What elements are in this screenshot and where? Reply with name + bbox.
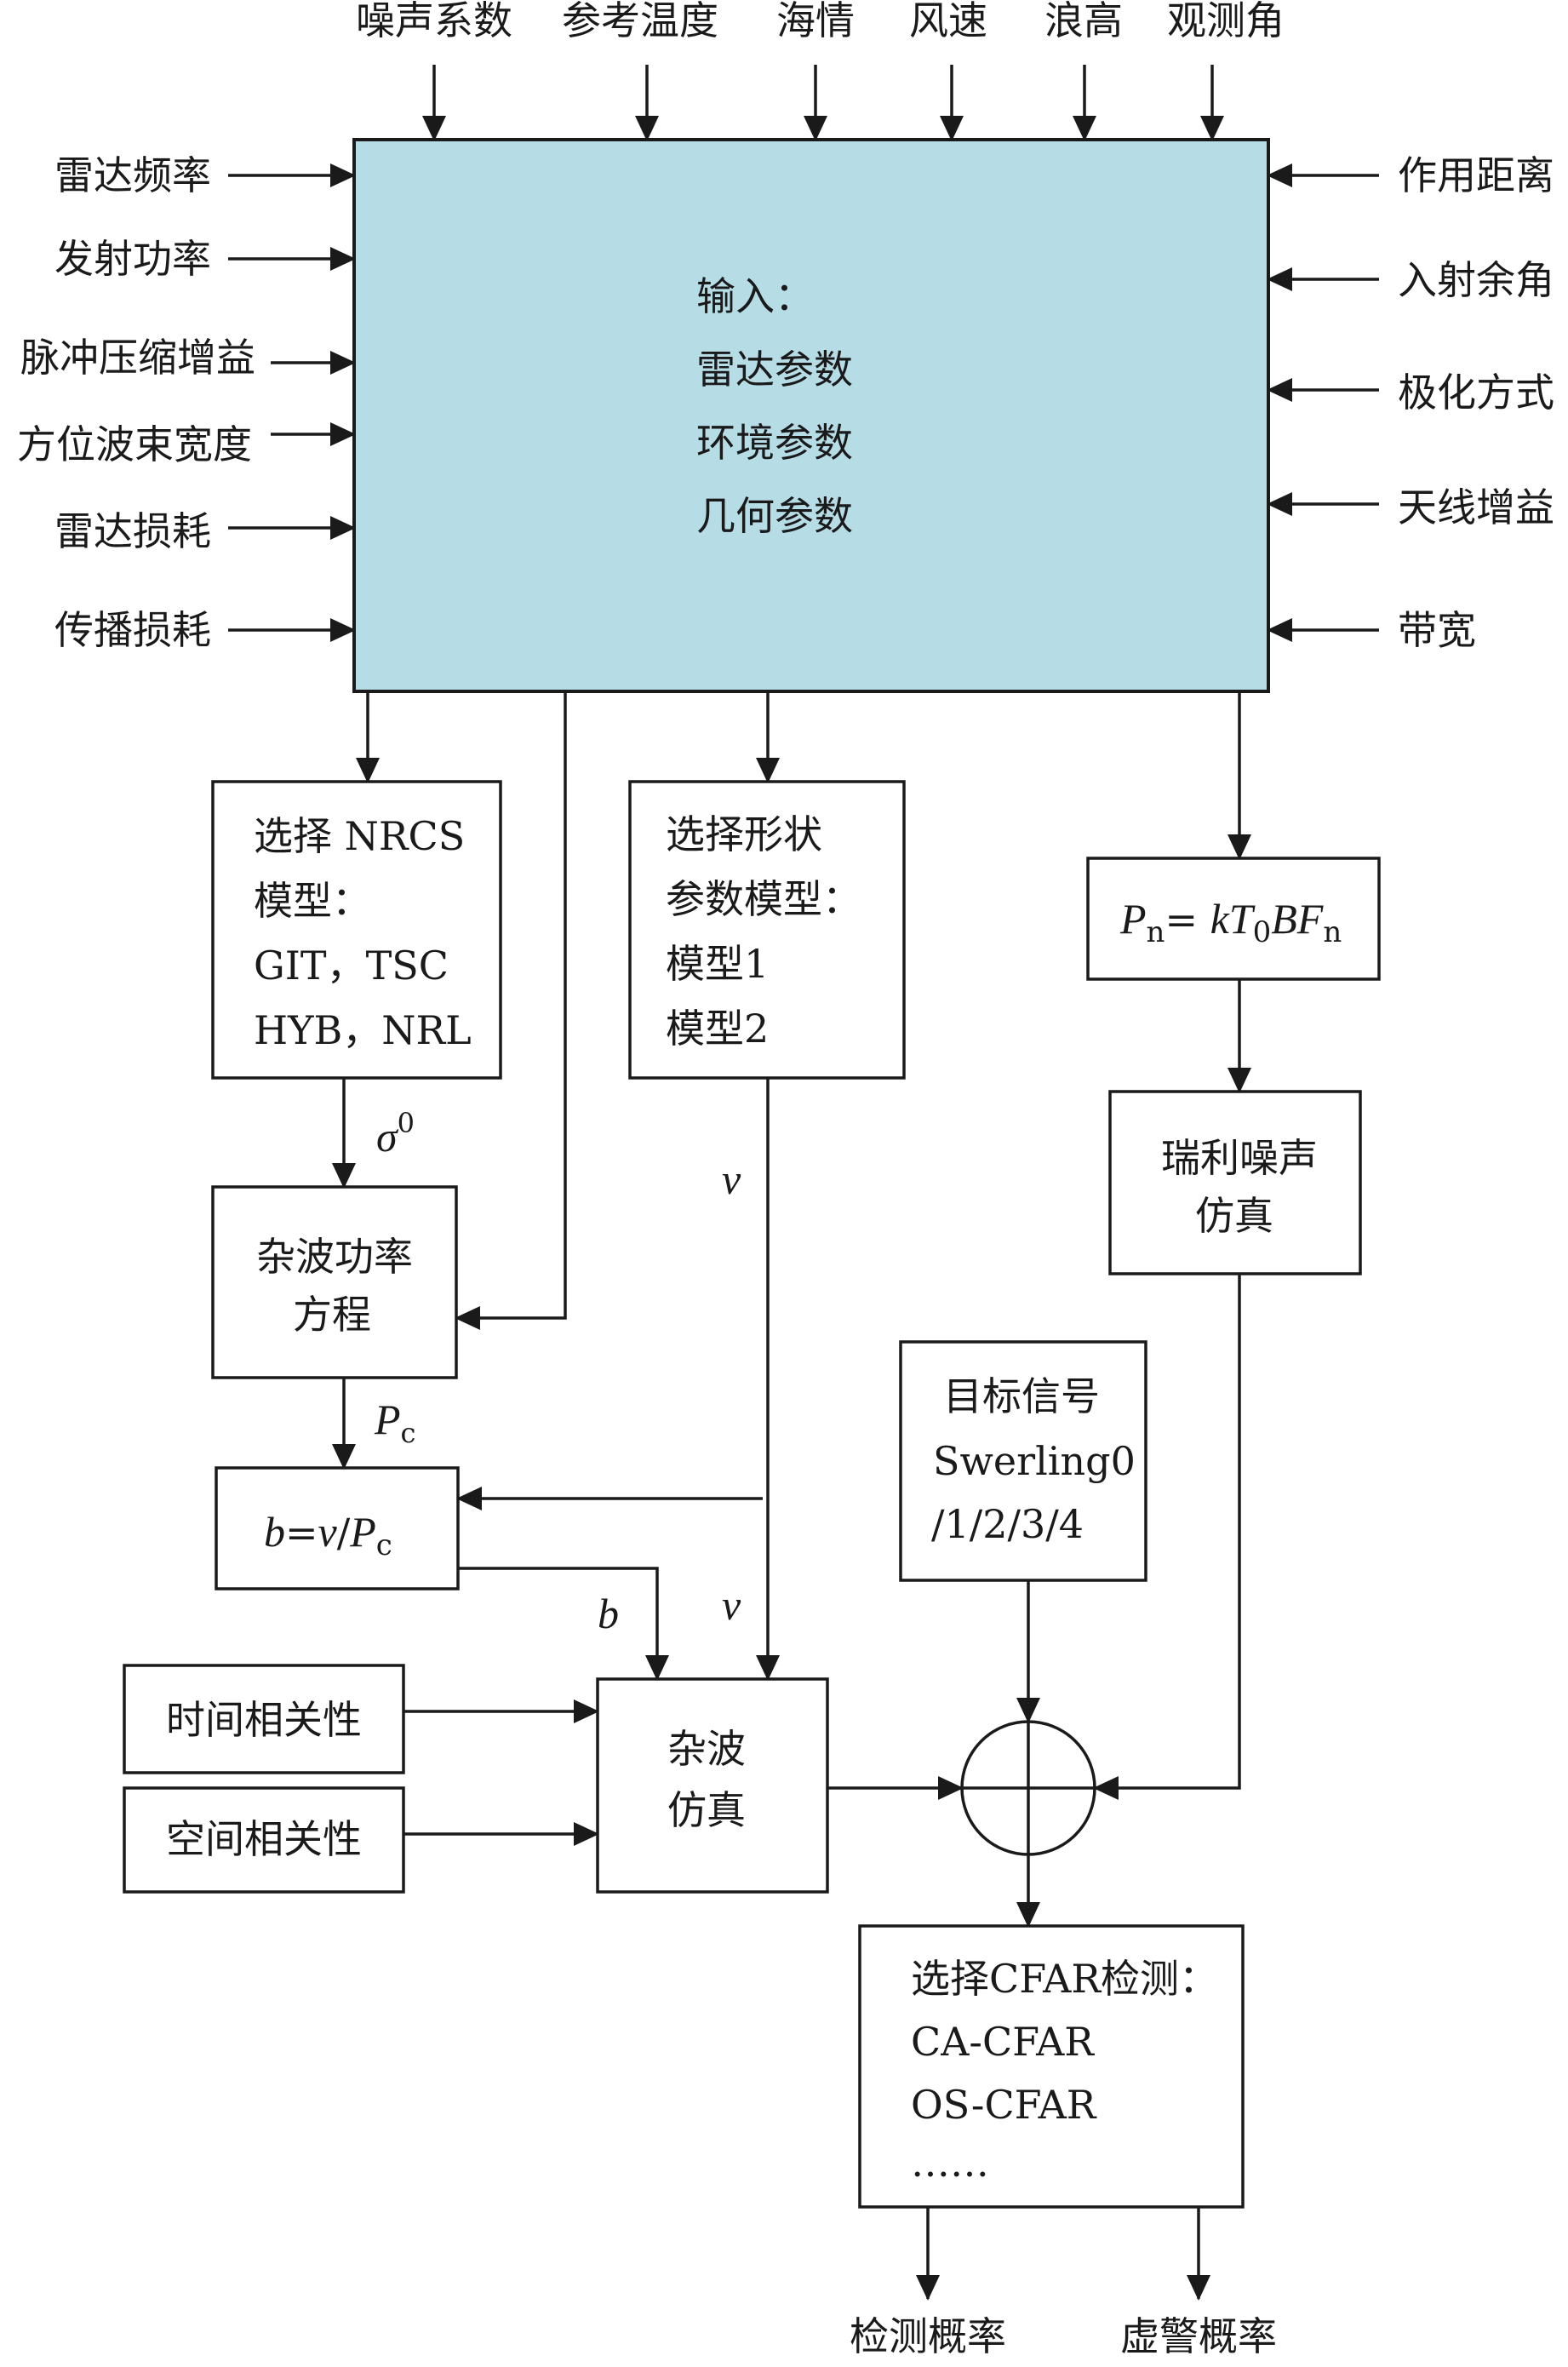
noise-power-box (1086, 857, 1381, 981)
formula-eq: = (1165, 897, 1210, 943)
clutter-sim-line-1: 杂波 (667, 1726, 746, 1772)
clutter-power-line-1: 杂波功率 (256, 1234, 413, 1280)
bf-c-sub: c (376, 1528, 392, 1562)
clutter-power-line-2: 方程 (293, 1292, 371, 1338)
noise-power-formula: Pn= kT0BFn (1119, 895, 1342, 949)
top-input-ref-temp: 参考温度 (562, 0, 718, 43)
space-correlation-label: 空间相关性 (166, 1816, 362, 1862)
formula-n-sub-2: n (1323, 915, 1342, 949)
clutter-simulation-box (596, 1677, 829, 1894)
rayleigh-noise-box (1108, 1090, 1362, 1275)
v-label-upper: v (722, 1155, 741, 1203)
output-false-alarm-probability: 虚警概率 (1120, 2313, 1277, 2359)
bf-v: v (318, 1508, 338, 1556)
right-inputs: 作用距离 入射余角 极化方式 天线增益 带宽 (1267, 152, 1554, 653)
sigma-superscript: 0 (398, 1107, 415, 1139)
target-line-1: 目标信号 (943, 1373, 1100, 1419)
sigma-label: σ0 (376, 1107, 415, 1161)
top-input-sea-state: 海情 (776, 0, 855, 43)
space-correlation-box (123, 1786, 405, 1894)
left-input-azimuth-beamwidth: 方位波束宽度 (17, 421, 252, 467)
main-input-geom-params: 几何参数 (696, 493, 853, 539)
cfar-line-3: OS-CFAR (911, 2082, 1097, 2128)
top-input-wind-speed: 风速 (909, 0, 987, 43)
right-input-range: 作用距离 (1398, 152, 1554, 198)
b-formula-box (215, 1466, 460, 1590)
rayleigh-line-1: 瑞利噪声 (1161, 1135, 1318, 1181)
formula-bf: BF (1271, 895, 1324, 943)
pc-sub: c (401, 1417, 416, 1449)
left-input-radar-loss: 雷达损耗 (54, 508, 211, 554)
cfar-line-4: …… (911, 2140, 989, 2186)
nrcs-line-2: 模型： (254, 878, 371, 924)
arrow-main-to-clutter-power (455, 691, 567, 1330)
right-input-antenna-gain: 天线增益 (1398, 484, 1554, 530)
pc-label: Pc (374, 1396, 415, 1449)
main-input-env-params: 环境参数 (696, 420, 853, 466)
target-line-2: Swerling0 (933, 1438, 1136, 1484)
bf-slash: / (337, 1510, 351, 1556)
output-detection-probability: 检测概率 (850, 2313, 1006, 2359)
formula-kt: kT (1210, 895, 1256, 943)
top-input-noise-figure: 噪声系数 (356, 0, 512, 43)
cfar-line-1: 选择CFAR检测： (911, 1956, 1218, 2002)
bf-eq: = (285, 1510, 318, 1556)
top-input-wave-height: 浪高 (1044, 0, 1123, 43)
target-signal-box (899, 1340, 1147, 1582)
b-formula: b=v/Pc (264, 1508, 392, 1562)
left-input-radar-frequency: 雷达频率 (54, 152, 211, 198)
right-input-polarization: 极化方式 (1398, 370, 1554, 416)
nrcs-line-1: 选择 NRCS (254, 813, 465, 859)
time-correlation-box (123, 1664, 405, 1774)
bf-p: P (349, 1508, 376, 1556)
left-input-transmit-power: 发射功率 (54, 236, 211, 282)
left-input-propagation-loss: 传播损耗 (54, 607, 211, 653)
time-correlation-label: 时间相关性 (166, 1697, 362, 1743)
nrcs-line-4: HYB，NRL (254, 1007, 472, 1053)
main-input-radar-params: 雷达参数 (696, 347, 853, 393)
cfar-box (858, 1924, 1245, 2209)
sigma-symbol: σ (376, 1113, 399, 1161)
bf-b: b (264, 1508, 285, 1556)
formula-p: P (1119, 895, 1147, 943)
arrow-b-to-clutter-sim (458, 1567, 669, 1681)
shape-line-4: 模型2 (666, 1006, 769, 1052)
shape-line-2: 参数模型： (666, 876, 861, 922)
top-inputs: 噪声系数 参考温度 海情 风速 浪高 观测角 (356, 0, 1285, 141)
clutter-power-box (211, 1185, 458, 1379)
arrow-rayleigh-to-sum (1093, 1274, 1241, 1800)
shape-model-box (628, 780, 906, 1080)
cfar-line-2: CA-CFAR (911, 2019, 1095, 2065)
target-line-3: /1/2/3/4 (931, 1501, 1084, 1547)
formula-zero-sub: 0 (1253, 915, 1272, 949)
right-input-grazing-angle: 入射余角 (1398, 257, 1554, 303)
main-input-title: 输入： (696, 273, 814, 319)
clutter-sim-line-2: 仿真 (667, 1787, 746, 1833)
left-input-pulse-compression-gain: 脉冲压缩增益 (20, 335, 255, 381)
v-label-lower: v (722, 1581, 741, 1629)
formula-n-sub: n (1147, 915, 1165, 949)
top-input-view-angle: 观测角 (1167, 0, 1285, 43)
b-label: b (598, 1590, 619, 1637)
right-input-bandwidth: 带宽 (1398, 607, 1476, 653)
shape-line-3: 模型1 (666, 941, 769, 987)
nrcs-line-3: GIT，TSC (254, 943, 449, 989)
pc-p: P (374, 1396, 401, 1443)
nrcs-model-box (211, 780, 502, 1080)
shape-line-1: 选择形状 (666, 811, 822, 857)
main-input-box (352, 138, 1270, 693)
left-inputs: 雷达频率 发射功率 脉冲压缩增益 方位波束宽度 雷达损耗 传播损耗 (17, 152, 356, 653)
rayleigh-line-2: 仿真 (1195, 1193, 1273, 1239)
